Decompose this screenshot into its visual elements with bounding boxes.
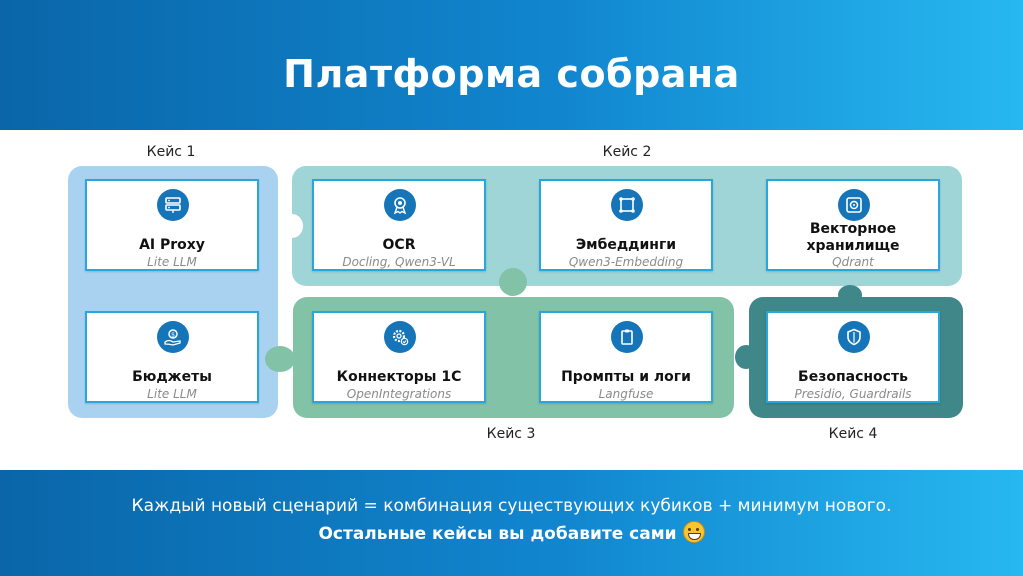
card-embeddings: Эмбеддинги Qwen3-Embedding: [539, 179, 713, 271]
clipboard-icon: [611, 321, 643, 353]
card-title: Коннекторы 1С: [336, 369, 462, 385]
card-subtitle: Lite LLM: [147, 255, 197, 269]
card-connectors: Коннекторы 1С OpenIntegrations: [312, 311, 486, 403]
footer-banner: [0, 470, 1023, 576]
card-title-line1: Векторное: [809, 221, 897, 237]
card-subtitle: OpenIntegrations: [346, 387, 452, 401]
footer-highlight-text: Остальные кейсы вы добавите сами: [318, 524, 677, 544]
card-security: Безопасность Presidio, Guardrails: [766, 311, 940, 403]
card-subtitle: Docling, Qwen3-VL: [342, 255, 456, 269]
award-icon: [384, 189, 416, 221]
grinning-face-icon: [682, 521, 705, 543]
card-title: Эмбеддинги: [575, 237, 677, 253]
shield-icon: [838, 321, 870, 353]
case-1-label: Кейс 1: [146, 144, 196, 160]
page-title: Платформа собрана: [283, 52, 740, 96]
card-title: AI Proxy: [139, 237, 205, 253]
puzzle-connector: [838, 285, 862, 305]
case-2-label: Кейс 2: [602, 144, 652, 160]
card-vector-store: Векторное хранилище Qdrant: [766, 179, 940, 271]
card-budgets: $ Бюджеты Lite LLM: [85, 311, 259, 403]
case-3-label: Кейс 3: [486, 426, 536, 442]
card-subtitle: Presidio, Guardrails: [794, 387, 912, 401]
card-subtitle: Qwen3-Embedding: [568, 255, 684, 269]
footer-text: Каждый новый сценарий = комбинация сущес…: [131, 496, 892, 516]
gear-check-icon: [384, 321, 416, 353]
money-hand-icon: $: [157, 321, 189, 353]
case-4-label: Кейс 4: [828, 426, 878, 442]
puzzle-connector: [281, 214, 303, 238]
nodes-icon: [611, 189, 643, 221]
card-title: Промпты и логи: [561, 369, 691, 385]
card-subtitle: Langfuse: [598, 387, 654, 401]
card-title: Безопасность: [798, 369, 908, 385]
puzzle-connector: [735, 345, 757, 369]
card-ai-proxy: AI Proxy Lite LLM: [85, 179, 259, 271]
card-subtitle: Qdrant: [832, 255, 874, 269]
card-title: Бюджеты: [132, 369, 212, 385]
svg-text:$: $: [171, 331, 175, 338]
card-ocr: OCR Docling, Qwen3-VL: [312, 179, 486, 271]
card-prompts: Промпты и логи Langfuse: [539, 311, 713, 403]
server-icon: [157, 189, 189, 221]
footer-highlight: Остальные кейсы вы добавите сами: [0, 521, 1023, 544]
storage-icon: [838, 189, 870, 221]
puzzle-connector: [499, 268, 527, 296]
puzzle-connector: [265, 346, 295, 372]
card-subtitle: Lite LLM: [147, 387, 197, 401]
card-title-line2: хранилище: [806, 238, 900, 254]
header-banner: [0, 0, 1023, 130]
card-title: OCR: [382, 237, 416, 253]
